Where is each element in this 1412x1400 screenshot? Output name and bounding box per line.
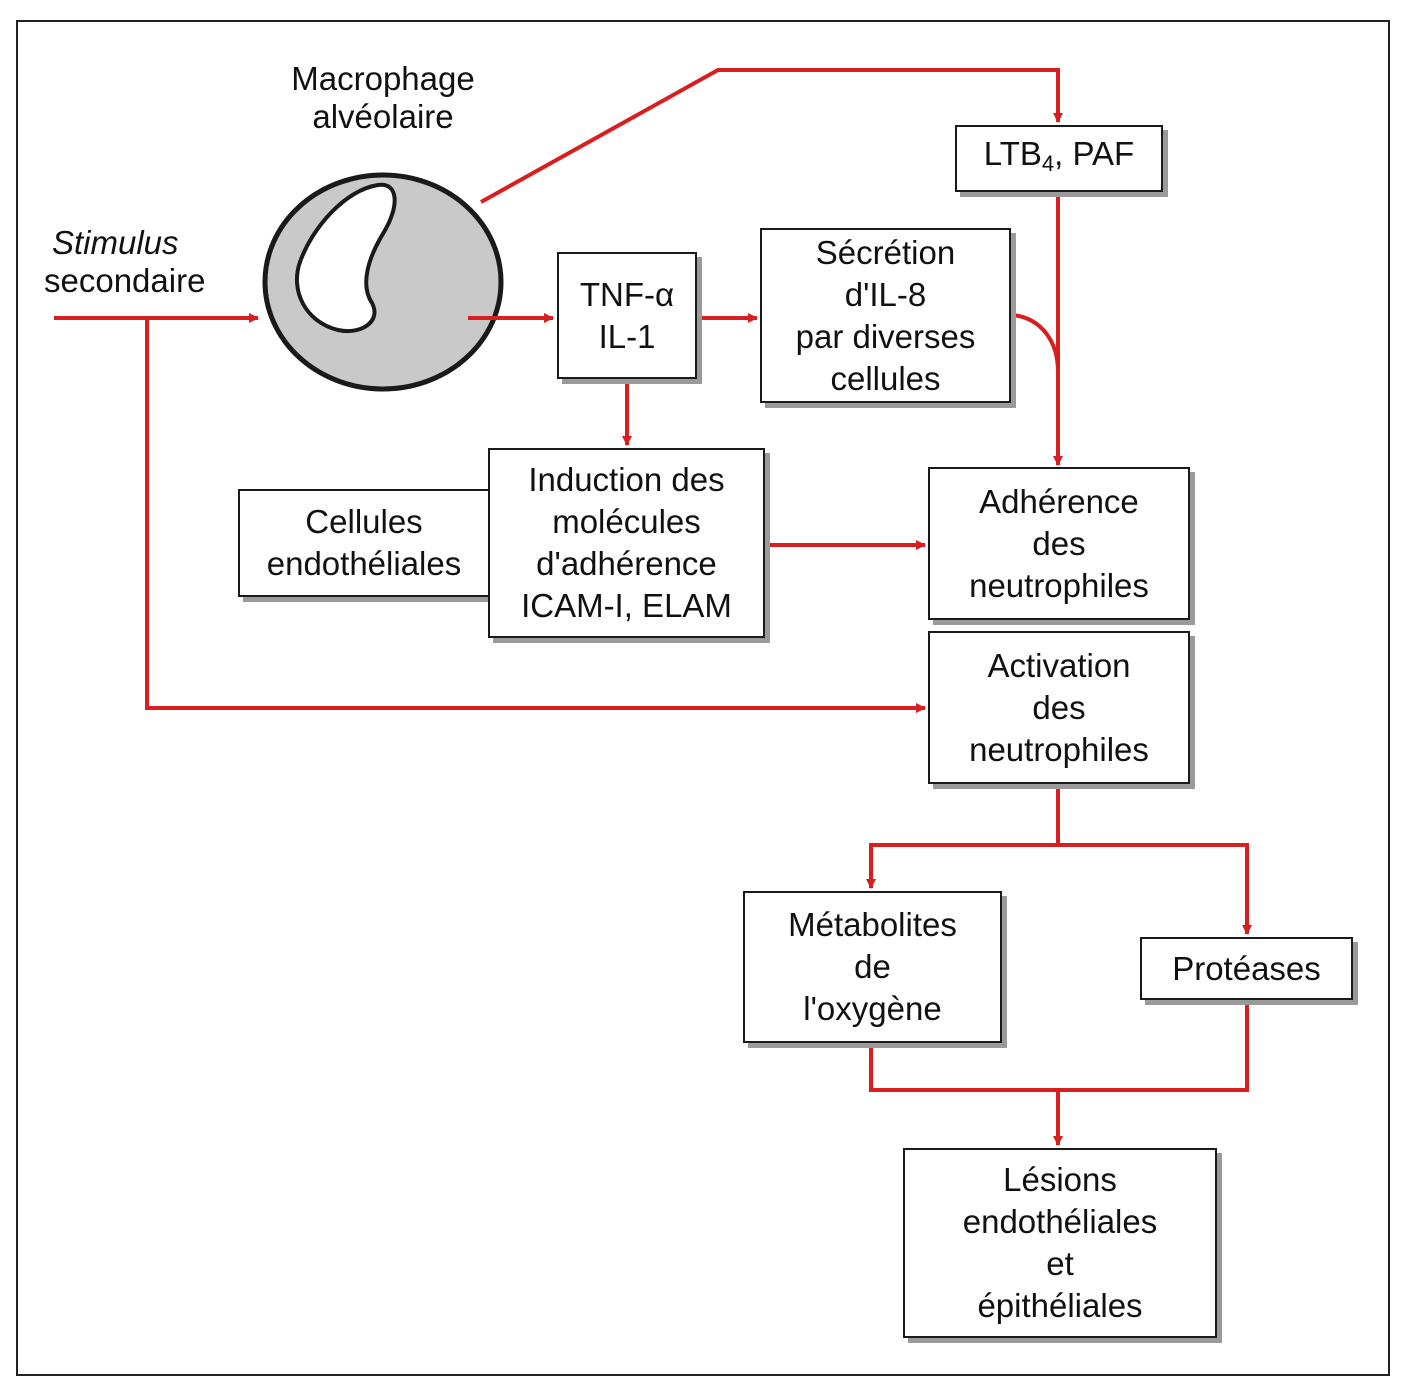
stimulus-label-line2: secondaire [44, 262, 206, 299]
node-ltb4-paf-label: LTB4, PAF [984, 133, 1134, 185]
stimulus-label: Stimulus secondaire [44, 224, 244, 300]
arrow-activation-proteases [1058, 843, 1252, 935]
node-metabolites-oxygene: Métabolites de l'oxygène [743, 891, 1002, 1043]
node-metabolites-oxygene-label: Métabolites de l'oxygène [788, 906, 957, 1027]
macrophage-cell-icon [262, 172, 504, 392]
node-adherence-neutrophiles: Adhérence des neutrophiles [928, 467, 1190, 620]
node-tnf-il1-label: TNF-α IL-1 [579, 275, 675, 355]
node-tnf-il1: TNF-α IL-1 [557, 252, 697, 379]
node-induction-molecules: Induction des molécules d'adhérence ICAM… [488, 448, 765, 638]
ltb4-prefix: LTB [983, 134, 1042, 172]
stimulus-label-line1: Stimulus [52, 224, 179, 261]
macrophage-label-line1: Macrophage [291, 60, 475, 97]
node-activation-neutrophiles-label: Activation des neutrophiles [969, 646, 1149, 768]
arrow-macrophage-ltb4 [480, 68, 1063, 204]
node-ltb4-paf: LTB4, PAF [955, 125, 1163, 192]
node-cellules-endotheliales-label: Cellules endothéliales [266, 503, 462, 582]
node-adherence-neutrophiles-label: Adhérence des neutrophiles [969, 482, 1149, 604]
diagram-frame [16, 20, 1390, 1376]
arrow-stimulus-activation [145, 318, 926, 713]
ltb4-suffix: , PAF [1054, 134, 1135, 172]
node-proteases: Protéases [1140, 937, 1353, 1000]
arrow-secretion-adherence [1012, 313, 1060, 373]
node-lesions-label: Lésions endothéliales et épithéliales [962, 1161, 1158, 1324]
node-proteases-label: Protéases [1172, 949, 1321, 987]
node-secretion-il8: Sécrétion d'IL-8 par diverses cellules [760, 228, 1011, 403]
macrophage-label-line2: alvéolaire [312, 98, 454, 135]
node-secretion-il8-label: Sécrétion d'IL-8 par diverses cellules [795, 233, 976, 397]
arrow-metabolites-lesions [869, 1043, 1063, 1146]
macrophage-label: Macrophage alvéolaire [268, 60, 498, 136]
ltb4-subscript: 4 [1041, 150, 1055, 176]
arrow-proteases-lesions [1058, 1000, 1249, 1092]
node-lesions: Lésions endothéliales et épithéliales [903, 1148, 1217, 1338]
node-activation-neutrophiles: Activation des neutrophiles [928, 631, 1190, 784]
node-cellules-endotheliales: Cellules endothéliales [238, 489, 490, 597]
node-induction-molecules-label: Induction des molécules d'adhérence ICAM… [521, 461, 732, 624]
arrow-activation-metabolites [866, 784, 1060, 889]
